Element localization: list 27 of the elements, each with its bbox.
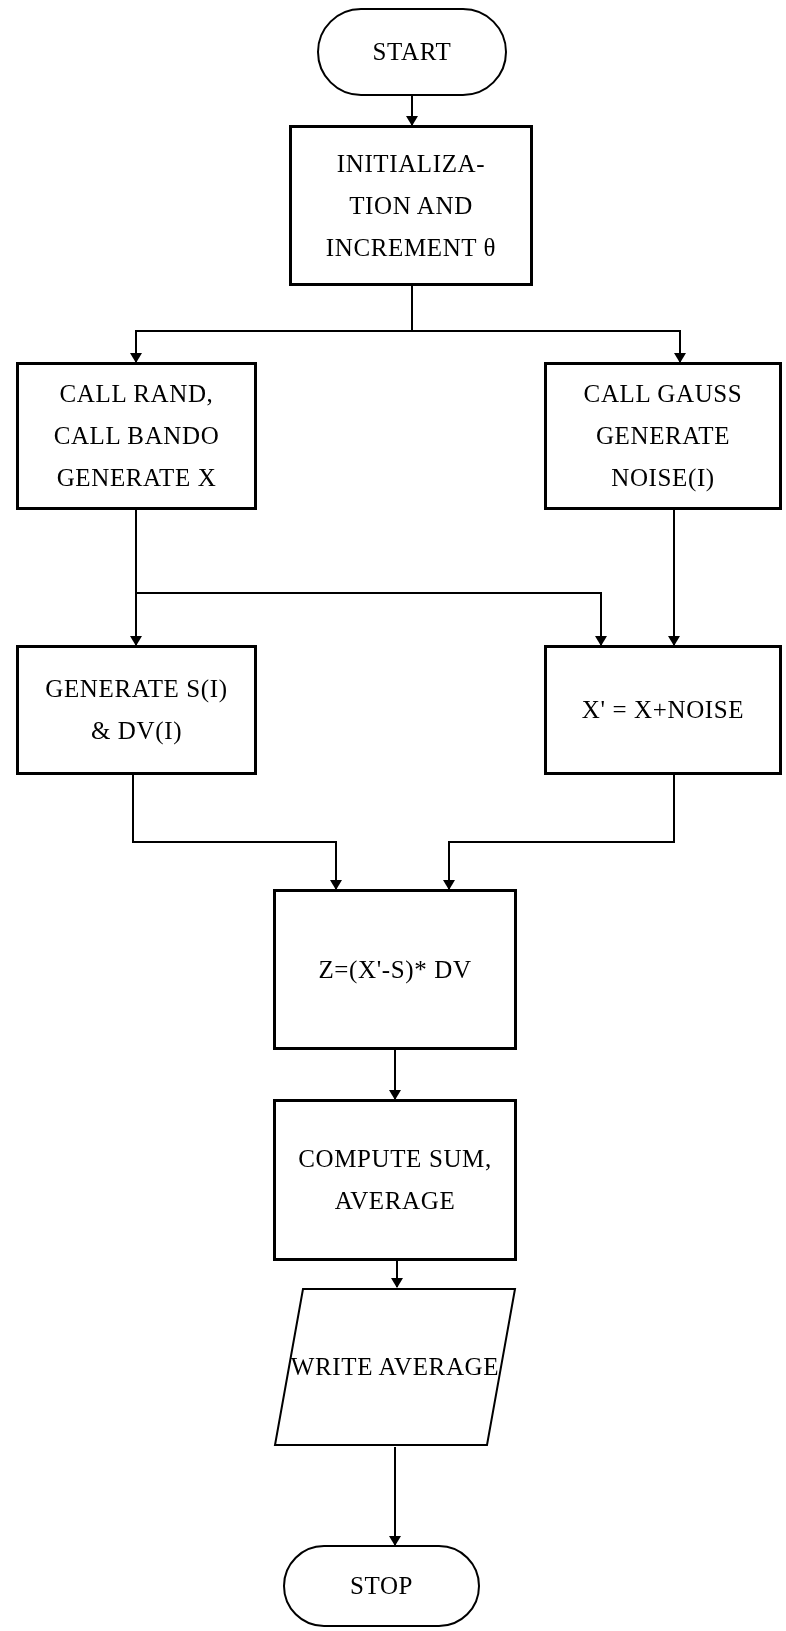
node-text: GENERATE S(I) & DV(I)	[44, 674, 229, 747]
arrow	[406, 95, 418, 126]
node-text: CALL GAUSS GENERATE NOISE(I)	[582, 379, 744, 494]
arrow	[132, 774, 342, 890]
arrow	[668, 509, 680, 646]
node-text: STOP	[349, 1571, 414, 1601]
node-text: COMPUTE SUM, AVERAGE	[297, 1144, 493, 1216]
process-box	[544, 645, 782, 775]
process-box	[273, 889, 517, 1050]
node-text: CALL RAND, CALL BANDO GENERATE X	[52, 379, 221, 493]
arrow	[135, 509, 607, 646]
arrow	[443, 774, 675, 890]
process-box	[544, 362, 782, 510]
node-text: Z=(X'-S)* DV	[318, 954, 472, 986]
node-text: WRITE AVERAGE	[290, 1352, 500, 1382]
node-text: INITIALIZA- TION AND INCREMENT θ	[324, 148, 498, 263]
process-box	[273, 1099, 517, 1261]
process-box	[289, 125, 533, 286]
io-parallelogram	[273, 1287, 517, 1447]
arrow	[389, 1049, 401, 1100]
arrow	[411, 285, 686, 363]
arrow	[389, 1446, 401, 1546]
node-text: X' = X+NOISE	[581, 695, 745, 725]
process-box	[16, 645, 257, 775]
process-box	[16, 362, 257, 510]
node-text: START	[372, 37, 452, 67]
arrow	[391, 1260, 403, 1288]
